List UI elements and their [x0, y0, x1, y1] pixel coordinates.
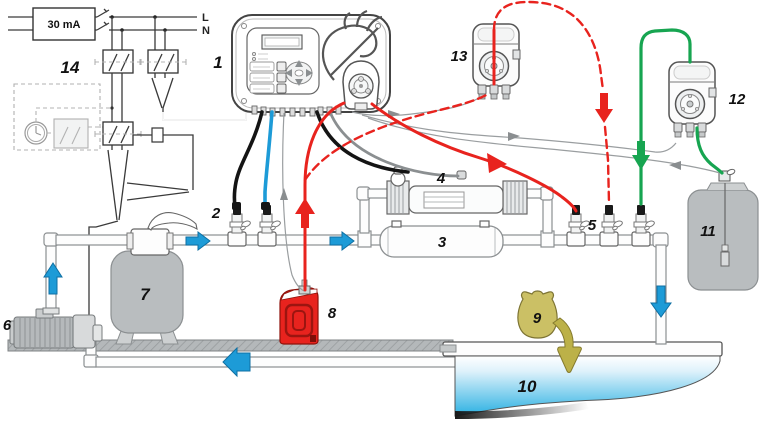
label-line-n: N	[202, 25, 210, 37]
label-4: 4	[436, 170, 446, 187]
label-14: 14	[61, 58, 80, 77]
label-10: 10	[518, 377, 537, 396]
rcd-breaker-box	[32, 7, 96, 41]
alt-delivery-dashed-arc	[492, 0, 605, 92]
flocculant-delivery-tube	[639, 28, 692, 206]
breaker-trip-mark	[103, 8, 108, 26]
label-7: 7	[140, 285, 151, 304]
terminal-block	[151, 127, 164, 143]
sand-filter	[110, 212, 198, 345]
alt-suction-dashed	[303, 92, 490, 182]
pool-drain-stub	[439, 344, 457, 353]
label-line-l: L	[202, 12, 209, 24]
label-11: 11	[700, 223, 716, 240]
label-rcd: 30 mA	[47, 19, 80, 31]
labels: 30 mA L N 14 1 2 3 4 5 6 7 8 9 10 11 12 …	[3, 12, 746, 396]
pool-shadow	[455, 402, 589, 419]
label-5: 5	[588, 217, 597, 234]
pool-water	[454, 355, 721, 417]
flow-arrow-right-1	[185, 231, 211, 251]
flow-arrow-up	[43, 262, 63, 295]
cell-sensor-cable	[328, 110, 460, 178]
label-2: 2	[211, 205, 221, 222]
controller	[231, 9, 391, 117]
controller-mains-cable	[162, 107, 247, 121]
function-buttons	[249, 61, 287, 94]
flocculant-suction-tube	[695, 126, 724, 175]
label-6: 6	[3, 317, 12, 334]
dpad-keys	[285, 60, 313, 86]
status-leds	[252, 52, 268, 61]
contactor-c	[94, 121, 142, 146]
acid-suction-tube	[303, 101, 346, 292]
inline-mixer	[379, 220, 504, 258]
pump-power-line	[88, 220, 119, 317]
acid-delivery-tube	[370, 102, 578, 213]
cell-power-cable	[315, 110, 410, 174]
timer-box	[13, 83, 124, 151]
flow-arrow-right-2	[329, 231, 355, 251]
brand-swirl-logo	[321, 9, 383, 81]
cables-and-tubes	[232, 0, 724, 292]
rx-probe-cable	[263, 110, 274, 206]
valve-handle	[147, 212, 198, 231]
peristaltic-pump-head	[342, 60, 380, 111]
contactor-b	[139, 49, 187, 74]
additive-pour-arrow	[552, 317, 582, 373]
canister-level-line	[282, 112, 305, 292]
circulation-pump	[9, 307, 103, 349]
chemical-tank	[687, 168, 759, 291]
label-9: 9	[533, 310, 542, 327]
label-3: 3	[438, 234, 447, 251]
label-13: 13	[451, 48, 468, 65]
label-8: 8	[328, 305, 337, 322]
pool-rim	[442, 341, 723, 357]
label-1: 1	[213, 53, 222, 72]
lance-fitting	[718, 170, 731, 182]
flow-arrows	[43, 231, 672, 378]
level-cable-tank11	[367, 117, 721, 174]
dosing-pump-12	[668, 61, 717, 138]
pool	[439, 341, 723, 419]
flow-arrow-left-return	[222, 346, 251, 378]
additive-bag	[517, 290, 582, 373]
multiport-valve	[130, 228, 170, 256]
acid-canister	[279, 279, 319, 345]
signal-cable-pump13	[351, 97, 480, 117]
ph-probe-cable	[232, 110, 264, 208]
electrolysis-cell	[386, 166, 528, 215]
label-12: 12	[729, 91, 746, 108]
contactor-a	[94, 49, 142, 74]
flow-arrow-down-pool	[650, 285, 672, 318]
signal-cable-pump12	[361, 114, 677, 153]
dosing-pump-13	[472, 23, 521, 100]
electrical-supply-panel	[8, 7, 247, 317]
